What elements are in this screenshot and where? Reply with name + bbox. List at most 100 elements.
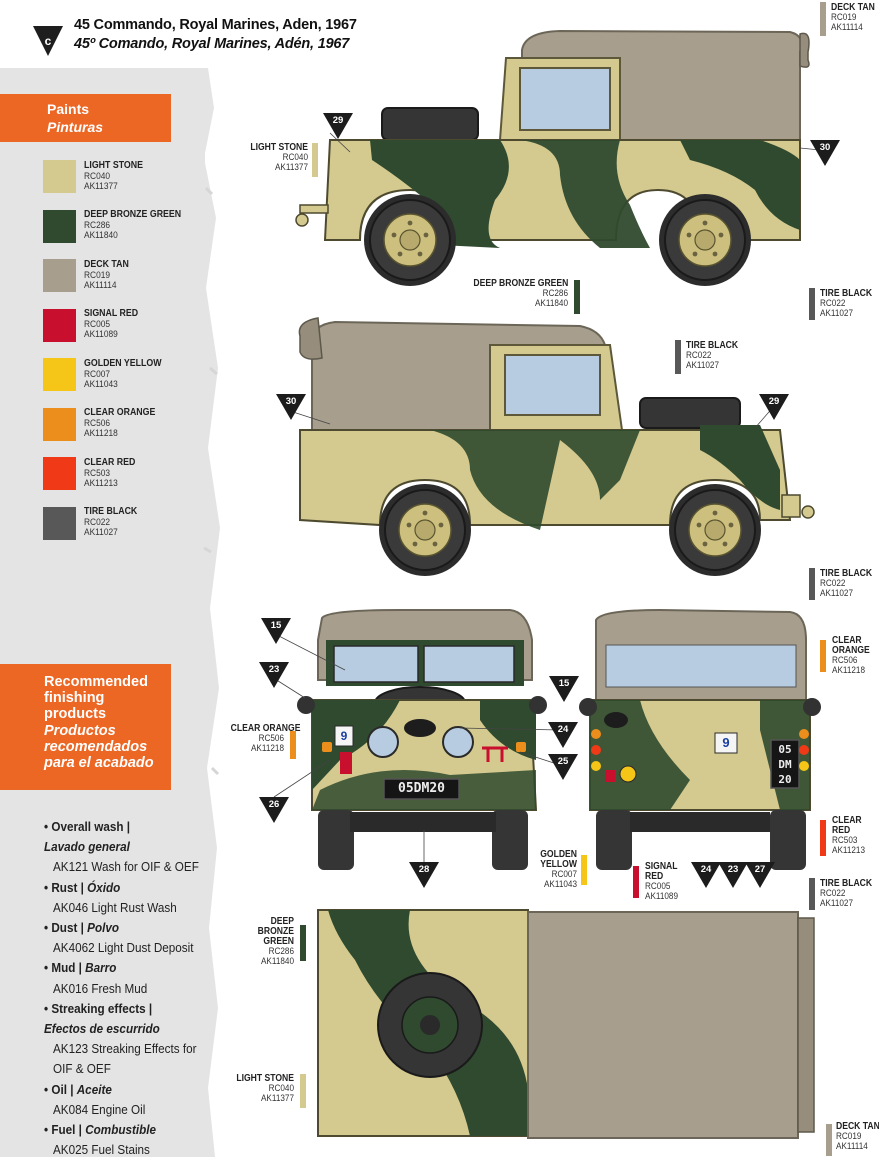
callout-code: AK11027 — [820, 588, 854, 599]
paint-code: RC040 — [84, 170, 111, 182]
paint-code: AK11377 — [84, 181, 118, 192]
callout-name: CLEAR RED — [832, 815, 862, 836]
callout-bar-tire-black — [675, 340, 681, 374]
callout-code: AK11089 — [645, 891, 679, 902]
finish-item-head-es: Aceite — [76, 1081, 112, 1097]
callout-name: GOLDEN YELLOW — [540, 849, 577, 870]
callout-code: RC022 — [820, 578, 846, 589]
finish-item-product: AK016 Fresh Mud — [53, 980, 148, 996]
callout-name: SIGNAL RED — [645, 861, 678, 882]
finish-item-head-line: • Fuel | Combustible — [44, 1120, 188, 1140]
title-spanish: 45º Comando, Royal Marines, Adén, 1967 — [74, 36, 350, 52]
callout-code: AK11027 — [686, 360, 720, 371]
finish-item-product: AK084 Engine Oil — [53, 1101, 146, 1117]
callout-name: LIGHT STONE — [236, 1073, 294, 1084]
vehicle-rear-view — [579, 608, 821, 870]
callout-code: RC022 — [686, 350, 712, 361]
paint-code: AK11218 — [84, 428, 118, 439]
finish-item-head-line: • Oil | Aceite — [44, 1080, 188, 1100]
title-english: 45 Commando, Royal Marines, Aden, 1967 — [74, 17, 357, 33]
vehicle-side-view-left — [295, 29, 810, 287]
callout-code: AK11027 — [820, 898, 854, 909]
callout-code: AK11114 — [836, 1141, 868, 1152]
paint-name: GOLDEN YELLOW — [84, 358, 162, 369]
callout-code: AK11840 — [260, 956, 294, 967]
swatch-clear-orange — [43, 408, 76, 441]
finish-item-head: • Streaking effects | — [44, 1000, 153, 1016]
paint-code: AK11027 — [84, 527, 118, 538]
paint-code: AK11114 — [84, 280, 117, 291]
finish-item-product: AK121 Wash for OIF & OEF — [53, 859, 199, 875]
swatch-clear-red — [43, 457, 76, 490]
unit-number-rear: 9 — [722, 735, 730, 750]
callout-code: RC022 — [820, 298, 846, 309]
paint-name: DECK TAN — [84, 259, 129, 270]
finish-item-head-es: Óxido — [87, 879, 121, 895]
vehicle-side-view-right — [298, 317, 815, 577]
swatch-signal-red — [43, 309, 76, 342]
callout-code: RC506 — [258, 733, 284, 744]
callout-name: CLEAR ORANGE — [230, 723, 301, 734]
finish-item-head-es: Barro — [85, 960, 117, 976]
callout-code: AK11043 — [543, 879, 577, 890]
finishing-list: • Overall wash | Lavado general AK121 Wa… — [44, 817, 204, 1160]
paint-code: RC022 — [84, 516, 111, 528]
callout-code: AK11114 — [831, 22, 863, 33]
finishing-title-en-text: Recommended finishing products — [44, 674, 148, 722]
finish-item-head: • Overall wash | — [44, 819, 131, 834]
callout-name: DEEP BRONZE GREEN — [257, 916, 294, 947]
paint-name: DEEP BRONZE GREEN — [84, 209, 182, 220]
callout-code: AK11027 — [820, 308, 854, 319]
finish-item-head-line: • Mud | Barro — [44, 958, 188, 978]
paint-code: RC286 — [84, 219, 111, 231]
callout-bar-tire-black — [809, 568, 815, 600]
swatch-light-stone — [43, 160, 76, 193]
paint-name: SIGNAL RED — [84, 308, 139, 319]
front-number-plate: 05DM20 — [398, 781, 445, 796]
paint-name: CLEAR RED — [84, 457, 136, 468]
swatch-deep-bronze-green — [43, 210, 76, 243]
callout-bar-light-stone — [300, 1074, 306, 1108]
callout-name: DEEP BRONZE GREEN — [473, 278, 569, 289]
callout-bar-clear-orange — [820, 640, 826, 672]
callout-bar-clear-orange — [290, 731, 296, 759]
callout-code: AK11218 — [250, 743, 284, 754]
callout-code: AK11218 — [832, 665, 866, 676]
callout-code: RC040 — [268, 1083, 294, 1094]
callout-code: RC022 — [820, 888, 846, 899]
callout-code: RC286 — [542, 288, 568, 299]
callout-leader-lines — [273, 132, 821, 868]
paint-code: RC506 — [84, 417, 111, 429]
rear-number-plate: 05 DM 20 — [772, 742, 798, 788]
paint-code: AK11089 — [84, 329, 118, 340]
paint-name: CLEAR ORANGE — [84, 407, 156, 418]
sidebar-panel — [0, 68, 205, 1157]
callout-code: RC040 — [282, 152, 308, 163]
finishing-heading-box: Recommended finishing products Productos… — [0, 664, 171, 790]
finish-item-head-es: Combustible — [85, 1122, 157, 1138]
callout-bar-golden-yellow — [581, 855, 587, 885]
callout-name: DECK TAN — [831, 2, 875, 13]
callout-bar-deck-tan — [820, 2, 826, 36]
plate-line: 05 — [778, 743, 792, 756]
callout-code: RC506 — [832, 655, 858, 666]
finish-item-head-line: • Dust | Polvo — [44, 918, 188, 938]
unit-number-front: 9 — [340, 729, 348, 743]
paint-name: LIGHT STONE — [84, 160, 144, 171]
finish-item-head: • Mud | — [44, 960, 82, 976]
paint-code: RC019 — [84, 269, 111, 281]
